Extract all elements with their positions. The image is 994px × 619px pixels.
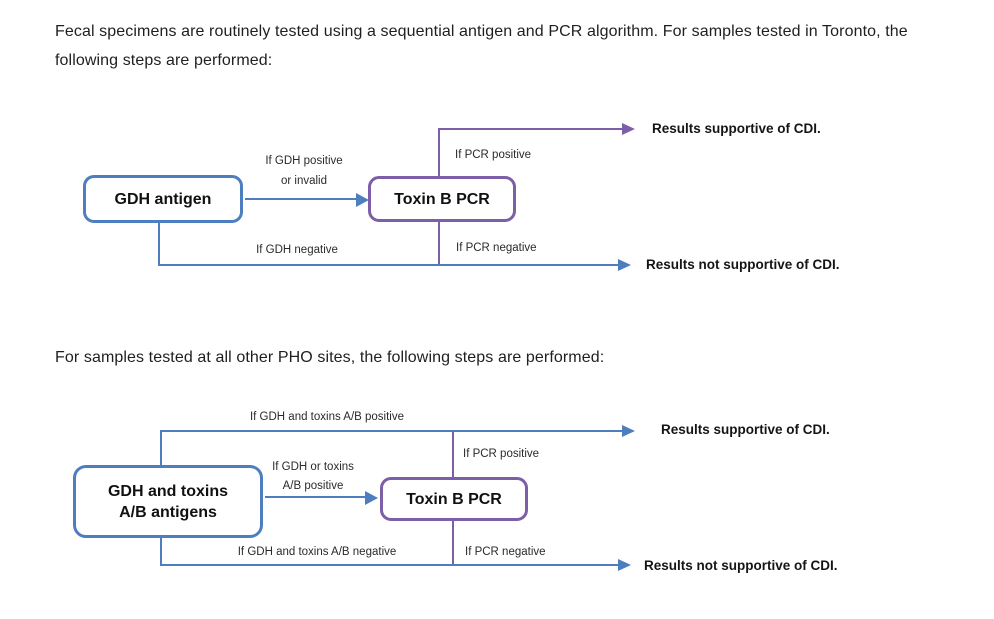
other-negative-hline <box>160 564 618 566</box>
toronto-gdh-negative-label: If GDH negative <box>256 244 338 256</box>
other-both-negative-vline <box>160 538 162 565</box>
toronto-toxin-b-pcr-node-label: Toxin B PCR <box>394 190 490 208</box>
toronto-result-not-supportive: Results not supportive of CDI. <box>646 257 840 272</box>
toronto-gdh-antigen-node: GDH antigen <box>83 175 243 223</box>
other-gdh-toxins-node: GDH and toxins A/B antigens <box>73 465 263 538</box>
toronto-pcr-positive-arrowhead <box>622 123 635 135</box>
toronto-toxin-b-pcr-node: Toxin B PCR <box>368 176 516 222</box>
other-pcr-positive-label: If PCR positive <box>463 448 540 460</box>
toronto-pcr-positive-label: If PCR positive <box>455 149 532 161</box>
toronto-negative-arrowhead <box>618 259 631 271</box>
other-either-positive-label-line2: A/B positive <box>282 480 344 492</box>
other-gdh-to-pcr-line <box>265 496 365 498</box>
other-result-not-supportive: Results not supportive of CDI. <box>644 558 838 573</box>
intro-paragraph-other-sites: For samples tested at all other PHO site… <box>55 349 605 366</box>
toronto-pcr-positive-vline <box>438 129 440 177</box>
other-pcr-negative-label: If PCR negative <box>465 546 546 558</box>
toronto-gdh-positive-label-line1: If GDH positive <box>265 155 343 167</box>
other-gdh-toxins-node-label-line2: A/B antigens <box>119 503 217 521</box>
other-both-positive-arrowhead <box>622 425 635 437</box>
toronto-pcr-negative-vline <box>438 222 440 265</box>
intro-paragraph-toronto: Fecal specimens are routinely tested usi… <box>55 23 908 69</box>
other-both-negative-label: If GDH and toxins A/B negative <box>237 546 397 558</box>
toronto-gdh-antigen-node-label: GDH antigen <box>114 190 212 208</box>
other-both-positive-label: If GDH and toxins A/B positive <box>249 411 405 423</box>
other-pcr-negative-vline <box>452 521 454 565</box>
other-either-positive-label-line1: If GDH or toxins <box>272 461 354 473</box>
toronto-result-supportive: Results supportive of CDI. <box>652 121 821 136</box>
other-both-positive-hline <box>160 430 622 432</box>
other-gdh-toxins-node-label-line1: GDH and toxins <box>107 482 228 500</box>
other-negative-arrowhead <box>618 559 631 571</box>
other-result-supportive: Results supportive of CDI. <box>661 422 830 437</box>
toronto-gdh-positive-label-line2: or invalid <box>280 175 328 187</box>
toronto-gdh-positive-label: If GDH positive or invalid <box>243 151 365 191</box>
toronto-pcr-negative-label: If PCR negative <box>456 242 537 254</box>
toronto-negative-hline <box>158 264 618 266</box>
other-either-positive-label: If GDH or toxins A/B positive <box>252 458 374 496</box>
toronto-gdh-to-pcr-arrowhead <box>356 193 369 207</box>
other-toxin-b-pcr-node: Toxin B PCR <box>380 477 528 521</box>
toronto-gdh-to-pcr-line <box>245 198 356 200</box>
other-both-positive-vline <box>160 430 162 466</box>
other-gdh-to-pcr-arrowhead <box>365 491 378 505</box>
other-pcr-positive-vline <box>452 431 454 477</box>
toronto-pcr-positive-hline <box>438 128 622 130</box>
toronto-gdh-negative-vline <box>158 223 160 266</box>
other-toxin-b-pcr-node-label: Toxin B PCR <box>406 490 502 508</box>
